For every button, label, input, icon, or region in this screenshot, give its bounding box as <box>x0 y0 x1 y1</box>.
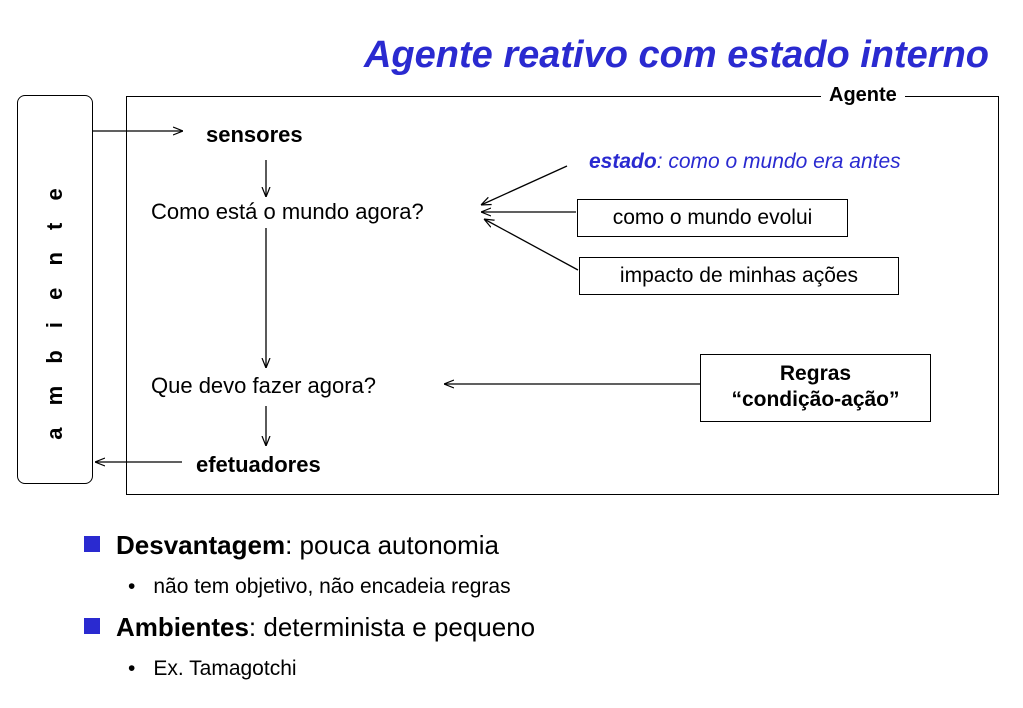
como-o-mundo-evolui-box: como o mundo evolui <box>577 199 848 237</box>
estado-rest: : como o mundo era antes <box>656 150 901 173</box>
ambiente-box <box>17 95 93 484</box>
como-o-mundo-evolui-label: como o mundo evolui <box>612 206 813 229</box>
sub-bullet-tamagotchi: • Ex. Tamagotchi <box>128 657 297 681</box>
arrow-impacto-to-como-esta <box>484 219 579 271</box>
bullet-desvantagem: Desvantagem: pouca autonomia <box>84 530 499 561</box>
que-devo-label: Que devo fazer agora? <box>151 373 377 398</box>
bullet-ambientes: Ambientes: determinista e pequeno <box>84 612 535 643</box>
regras-box: Regras “condição-ação” <box>700 354 931 422</box>
bullet-dot-icon: • <box>128 657 136 680</box>
estado-bold: estado <box>589 150 657 173</box>
bullet-dot-icon: • <box>128 575 136 598</box>
regras-line1: Regras <box>779 362 852 385</box>
agente-box <box>126 96 999 495</box>
sub-bullet-tamagotchi-text: Ex. Tamagotchi <box>153 657 297 680</box>
impacto-label: impacto de minhas ações <box>619 264 859 287</box>
regras-line2: “condição-ação” <box>731 388 900 411</box>
agente-label: Agente <box>821 84 905 107</box>
bullet-desvantagem-bold: Desvantagem <box>116 530 286 560</box>
efetuadores-label: efetuadores <box>196 452 321 477</box>
como-esta-label: Como está o mundo agora? <box>151 199 424 224</box>
impacto-box: impacto de minhas ações <box>579 257 899 295</box>
bullet-ambientes-rest: : determinista e pequeno <box>248 612 536 642</box>
arrow-estado-to-como-esta <box>481 165 568 205</box>
bullet-square-icon <box>84 618 100 634</box>
sub-bullet-objetivo: • não tem objetivo, não encadeia regras <box>128 575 511 599</box>
estado-label: estado: como o mundo era antes <box>589 150 901 174</box>
sensores-label: sensores <box>206 122 303 147</box>
sub-bullet-objetivo-text: não tem objetivo, não encadeia regras <box>153 575 511 598</box>
bullet-ambientes-bold: Ambientes <box>116 612 249 642</box>
bullet-square-icon <box>84 536 100 552</box>
bullet-desvantagem-rest: : pouca autonomia <box>285 530 500 560</box>
page-title: Agente reativo com estado interno <box>363 34 989 76</box>
